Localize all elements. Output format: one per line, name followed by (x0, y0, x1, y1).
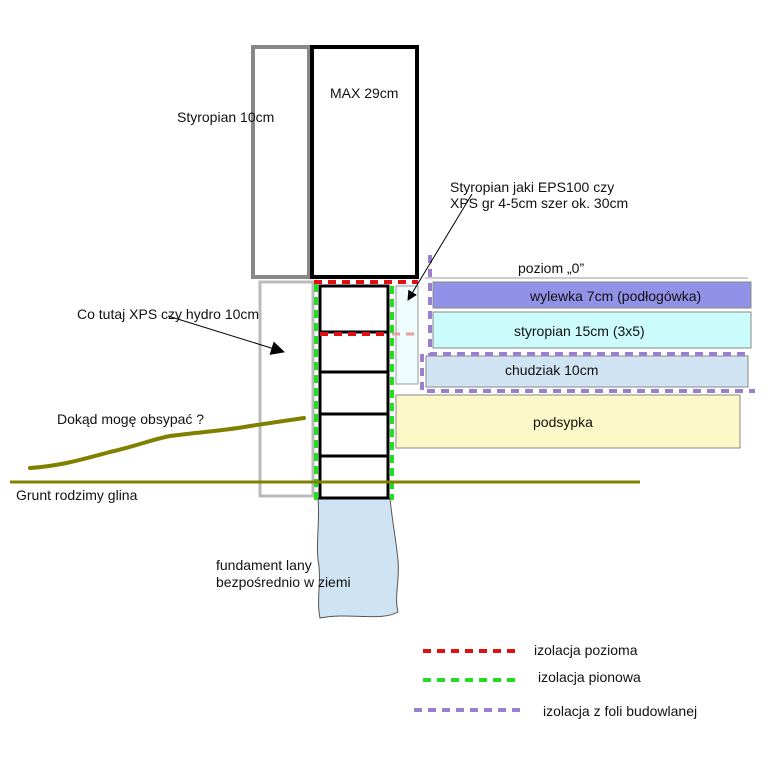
layer-wylewka (432, 281, 752, 309)
layer-podsypka-label: podsypka (533, 414, 593, 430)
legend: izolacja pozioma izolacja pionowa izolac… (414, 642, 697, 719)
block-4 (318, 412, 390, 458)
legend-label-foil: izolacja z foli budowlanej (543, 703, 697, 719)
layer-wylewka-label: wylewka 7cm (podłogówka) (529, 288, 701, 304)
styropian-wall-block (251, 45, 311, 279)
horizontal-insulation-line (314, 280, 418, 336)
legend-label-vertical: izolacja pionowa (538, 669, 641, 685)
layer-styropian (432, 311, 752, 349)
max-wall-block (310, 45, 419, 279)
styropian-question-arrow (407, 193, 473, 301)
xps-question-label: Co tutaj XPS czy hydro 10cm (77, 306, 259, 322)
native-soil-label: Grunt rodzimy glina (16, 487, 138, 503)
layer-podsypka (395, 394, 741, 449)
max-wall-label: MAX 29cm (330, 85, 398, 101)
foundation-label-line1: fundament lany (216, 557, 312, 573)
backfill-question-label: Dokąd mogę obsypać ? (57, 411, 204, 427)
legend-label-horizontal: izolacja pozioma (534, 642, 638, 658)
xps-lower-block (258, 280, 315, 498)
styropian-question-line2: XPS gr 4-5cm szer ok. 30cm (450, 195, 628, 211)
block-5 (318, 454, 390, 500)
xps-question-arrow (167, 315, 285, 355)
layer-styropian-label: styropian 15cm (3x5) (514, 323, 645, 339)
backfill-curve (28, 416, 306, 470)
poziom-zero-label: poziom „0” (518, 260, 584, 276)
block-1 (318, 284, 390, 334)
layer-chudziak-label: chudziak 10cm (505, 362, 598, 378)
block-3 (318, 370, 390, 416)
styropian-wall-label: Styropian 10cm (177, 109, 274, 125)
foundation-label-line2: bezpośrednio w ziemi (216, 574, 351, 590)
foil-insulation-line (420, 255, 755, 393)
block-2 (318, 330, 390, 374)
foundation-blocks (318, 284, 390, 500)
vertical-insulation-line (314, 284, 394, 500)
styropian-question-line1: Styropian jaki EPS100 czy (450, 179, 614, 195)
foundation-shape (316, 497, 399, 619)
